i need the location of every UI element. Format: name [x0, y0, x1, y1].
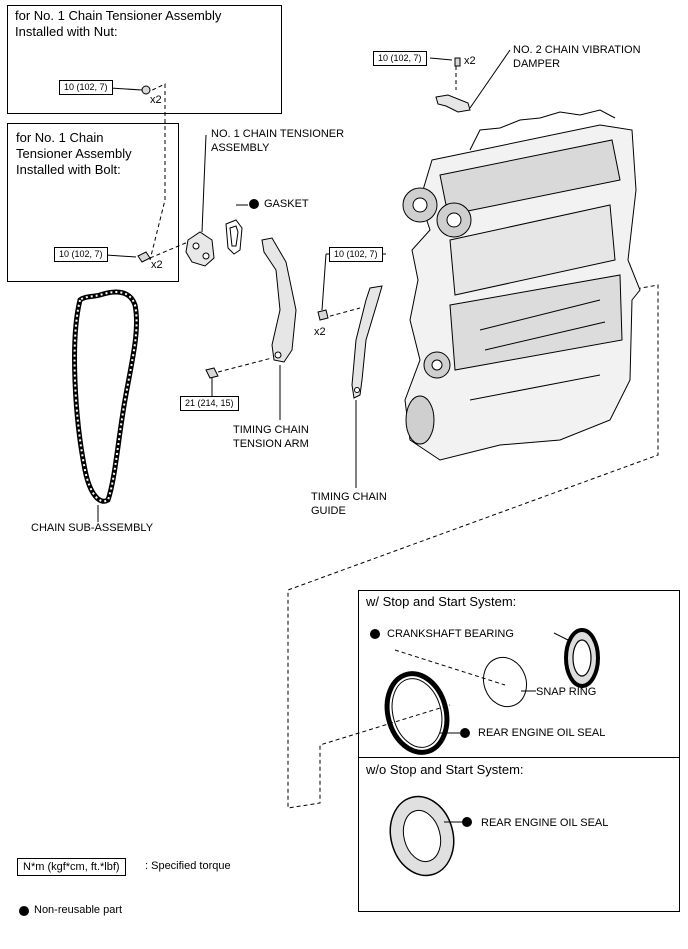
arm-bolt-guide-line	[217, 357, 273, 373]
arm-torque-spec: 21 (214, 15)	[180, 396, 239, 411]
legend-torque-unit: N*m (kgf*cm, ft.*lbf)	[17, 858, 126, 876]
guide-bolt-guide-line	[322, 307, 361, 319]
bolt-icon	[137, 251, 151, 263]
tension-arm-drawing	[261, 237, 297, 363]
guide-bolt-icon	[317, 309, 329, 321]
with-stop-start-title: w/ Stop and Start System:	[366, 594, 517, 609]
damper-bolt-icon	[454, 57, 461, 67]
stop-start-leaders	[440, 632, 569, 823]
vibration-damper-label: NO. 2 CHAIN VIBRATION DAMPER	[513, 44, 641, 70]
stop-start-box: w/ Stop and Start System: w/o Stop and S…	[358, 590, 680, 912]
legend-torque-desc: : Specified torque	[145, 860, 231, 872]
gasket-drawing	[225, 219, 243, 255]
nut-variant-title: for No. 1 Chain Tensioner Assembly Insta…	[15, 8, 222, 39]
dashed-guides	[145, 66, 659, 809]
nut-torque-spec: 10 (102, 7)	[59, 80, 113, 95]
crankshaft-bearing-label: CRANKSHAFT BEARING	[387, 628, 514, 640]
bolt-variant-box: for No. 1 Chain Tensioner Assembly Insta…	[7, 123, 179, 282]
fasteners	[137, 57, 461, 379]
snap-ring-label: SNAP RING	[536, 686, 597, 698]
gasket-label: GASKET	[264, 198, 309, 210]
nut-variant-box: for No. 1 Chain Tensioner Assembly Insta…	[7, 5, 282, 114]
rear-oil-seal-1-drawing	[384, 671, 450, 755]
gasket-nonreusable-mark	[249, 199, 259, 209]
nut-guide-line	[145, 83, 166, 261]
chain-guide-drawing	[351, 285, 383, 399]
bolt-torque-spec: 10 (102, 7)	[54, 247, 108, 262]
vibration-damper-drawing	[435, 94, 471, 113]
engine-block	[402, 109, 641, 461]
arm-bolt-icon	[205, 367, 219, 379]
oil-seal-1-nonreusable-mark	[460, 728, 470, 738]
snap-ring-guide-line	[394, 649, 506, 686]
snap-ring-drawing	[482, 656, 528, 708]
nut-qty: x2	[150, 94, 162, 106]
rear-seal-guide-line	[287, 284, 659, 809]
oil-seal-2-nonreusable-mark	[462, 817, 472, 827]
rear-oil-seal-2-label: REAR ENGINE OIL SEAL	[481, 817, 609, 829]
chain-sub-assembly-label: CHAIN SUB-ASSEMBLY	[31, 522, 154, 534]
chain-sub-assembly-drawing	[72, 289, 140, 504]
tension-arm-label: TIMING CHAIN TENSION ARM	[233, 424, 309, 450]
chain-tensioner-drawing	[185, 231, 215, 267]
legend-nonreusable-desc: Non-reusable part	[34, 904, 123, 916]
legend-nonreusable-mark	[19, 906, 29, 916]
bolt-variant-title: for No. 1 Chain Tensioner Assembly Insta…	[16, 130, 132, 177]
rear-oil-seal-1-label: REAR ENGINE OIL SEAL	[478, 727, 606, 739]
chain-tensioner-label: NO. 1 CHAIN TENSIONER ASSEMBLY	[211, 128, 345, 154]
damper-qty: x2	[464, 55, 476, 67]
chain-guide-label: TIMING CHAIN GUIDE	[311, 491, 387, 517]
without-stop-start-title: w/o Stop and Start System:	[366, 762, 524, 777]
crankshaft-bearing-drawing	[564, 628, 600, 688]
damper-torque-spec: 10 (102, 7)	[373, 51, 427, 66]
guide-qty: x2	[314, 326, 326, 338]
bearing-nonreusable-mark	[370, 629, 380, 639]
bolt-qty: x2	[151, 259, 163, 271]
stop-start-divider	[359, 757, 679, 758]
guide-torque-spec: 10 (102, 7)	[329, 247, 383, 262]
rear-oil-seal-2-drawing	[389, 795, 455, 877]
